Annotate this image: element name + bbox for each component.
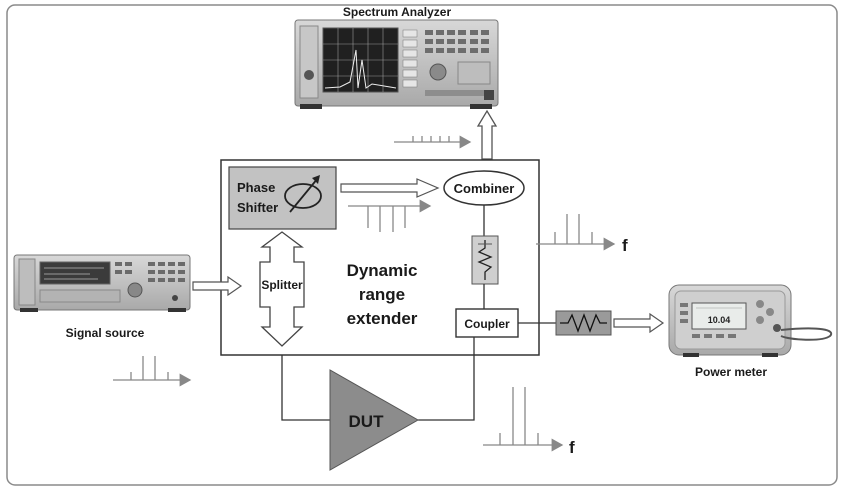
splitter-label: Splitter: [261, 278, 303, 292]
vertical-filter-component: [471, 235, 499, 285]
power-meter-readout: 10.04: [708, 315, 731, 325]
combined-output-spectrum: [536, 214, 616, 251]
phase-shifter-label-line2: Shifter: [237, 200, 278, 215]
phase-to-combiner-arrow: [340, 178, 440, 198]
dut-amplifier: [329, 369, 420, 471]
attenuator-component: [555, 310, 612, 336]
coupler-block: [455, 308, 519, 338]
spectrum-analyzer-instrument: [294, 19, 499, 109]
source-to-splitter-arrow: [192, 275, 243, 297]
phase-shifted-spectrum: [348, 199, 432, 232]
splitter-block: [259, 231, 305, 347]
dre-label-line3: extender: [347, 309, 418, 328]
output-arrow-up: [476, 109, 498, 160]
dre-label-line1: Dynamic: [347, 261, 418, 280]
source-spectrum: [113, 356, 192, 387]
outer-border: [6, 4, 838, 486]
phase-shifter-block: [228, 166, 337, 230]
dut-label: DUT: [349, 412, 385, 431]
coupler-label: Coupler: [464, 317, 510, 331]
analyzer-input-spectrum: [394, 135, 472, 149]
power-meter-instrument: 10.04: [668, 284, 833, 357]
power-meter-label: Power meter: [695, 365, 767, 379]
combiner-label: Combiner: [454, 181, 515, 196]
freq-axis-label-1: f: [622, 236, 628, 255]
spectrum-analyzer-label: Spectrum Analyzer: [343, 5, 452, 19]
phase-shifter-label-line1: Phase: [237, 180, 275, 195]
attenuator-to-meter-arrow: [613, 312, 665, 334]
signal-source-instrument: [13, 254, 191, 312]
signal-source-label: Signal source: [66, 326, 145, 340]
freq-axis-label-2: f: [569, 438, 575, 457]
dre-label-line2: range: [359, 285, 405, 304]
dut-output-spectrum: [483, 387, 564, 452]
